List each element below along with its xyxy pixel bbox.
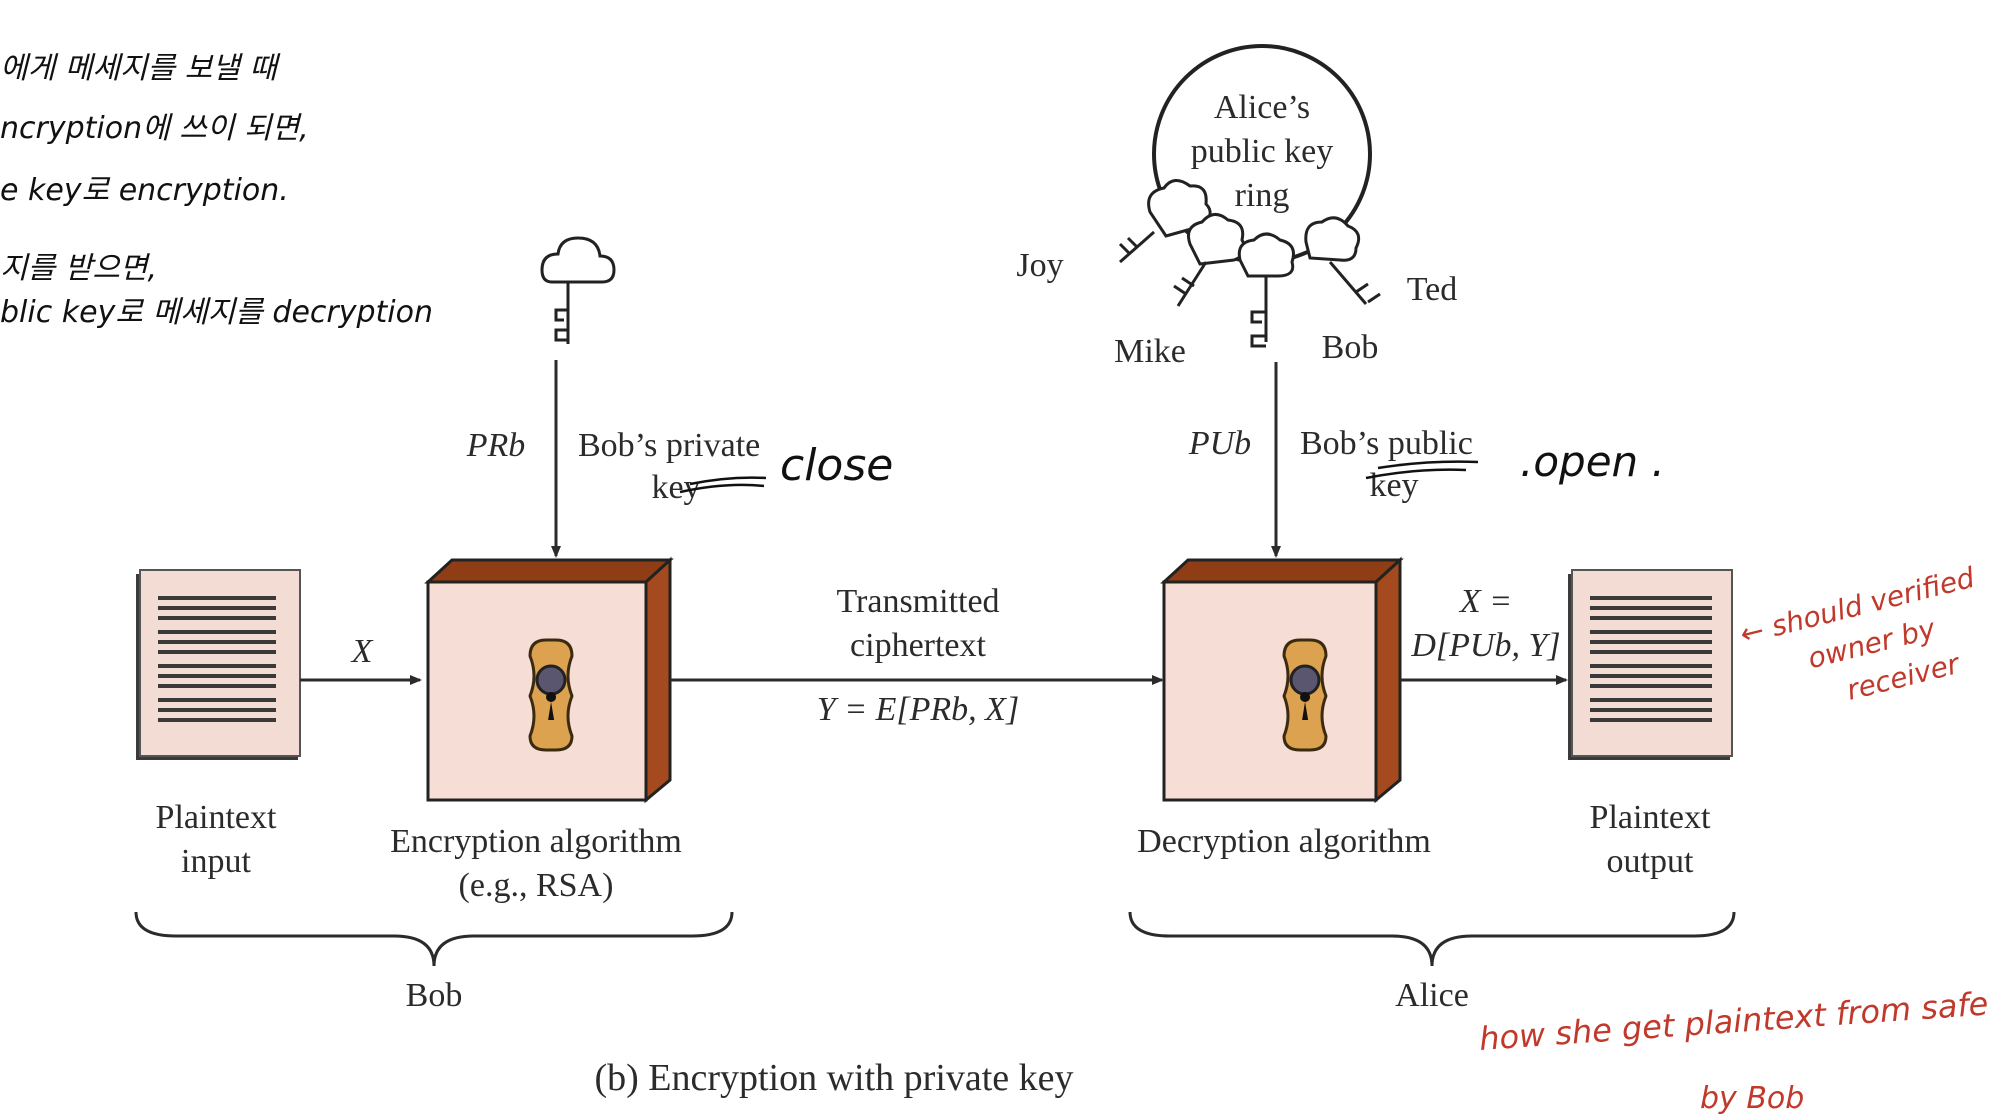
figure-caption: (b) Encryption with private key <box>594 1057 1073 1099</box>
keyring-name-bob: Bob <box>1322 329 1379 366</box>
close-note: close <box>780 440 893 491</box>
korean-note-line-3: e key로 encryption. <box>0 173 289 208</box>
private-key-underline-scribble <box>679 476 767 494</box>
lock-icon <box>528 638 574 752</box>
plaintext-output-document <box>1568 569 1733 760</box>
plaintext-output-label-line-2: output <box>1607 843 1694 880</box>
decryption-formula-line-1: X = <box>1458 583 1512 620</box>
public-key-underline-scribble <box>1365 460 1479 480</box>
verified-note: ← should verified owner by receiver <box>1737 561 1978 707</box>
x-label: X <box>350 633 374 670</box>
group-label-alice: Alice <box>1395 977 1469 1014</box>
keyring-name-ted: Ted <box>1407 271 1458 308</box>
korean-note-line-1: 에게 메세지를 보낼 때 <box>0 51 281 86</box>
encryption-box <box>424 556 674 804</box>
decryption-formula-line-2: D[PUb, Y] <box>1410 627 1560 664</box>
decryption-label: Decryption algorithm <box>1137 823 1431 860</box>
korean-note-line-4: 지를 받으면, <box>0 251 157 286</box>
private-key-label-line-1: Bob’s private <box>578 427 760 464</box>
alice-brace <box>1128 911 1736 967</box>
plaintext-input-label-line-1: Plaintext <box>156 799 277 836</box>
cipher-formula: Y = E[PRb, X] <box>817 691 1019 728</box>
keyring-name-joy: Joy <box>1016 247 1063 284</box>
how-note: how she get plaintext from safe ! <box>1478 983 2000 1058</box>
pr-label: PRb <box>466 427 526 464</box>
keyring-label-line-3: ring <box>1235 177 1290 214</box>
transmitted-label-line-1: Transmitted <box>836 583 999 620</box>
private-key-label-line-2: key <box>651 469 700 506</box>
private-key-icon <box>540 236 616 344</box>
korean-note-line-5: blic key로 메세지를 decryption <box>0 295 433 330</box>
public-key-label-line-1: Bob’s public <box>1300 425 1473 462</box>
group-label-bob: Bob <box>406 977 463 1014</box>
transmitted-label-line-2: ciphertext <box>850 627 986 664</box>
plaintext-output-label-line-1: Plaintext <box>1590 799 1711 836</box>
encryption-label-line-1: Encryption algorithm <box>390 823 682 860</box>
pu-label: PUb <box>1188 425 1251 462</box>
korean-handwritten-notes: 에게 메세지를 보낼 때 ncryption에 쓰이 되면, e key로 en… <box>0 51 433 330</box>
plaintext-input-label-line-2: input <box>181 843 251 880</box>
encryption-label-line-2: (e.g., RSA) <box>459 867 614 904</box>
bob-brace <box>134 911 734 967</box>
korean-note-line-2: ncryption에 쓰이 되면, <box>0 111 309 146</box>
keyring-label-line-2: public key <box>1191 133 1334 170</box>
plaintext-input-document <box>136 569 301 760</box>
keyring-icon <box>1118 44 1381 348</box>
by-note: by Bob <box>1700 1081 1804 1116</box>
open-note: .open . <box>1520 437 1665 486</box>
keyring-label-line-1: Alice’s <box>1214 89 1310 126</box>
keyring-name-mike: Mike <box>1114 333 1186 370</box>
lock-icon <box>1282 638 1328 752</box>
decryption-box <box>1160 556 1404 804</box>
